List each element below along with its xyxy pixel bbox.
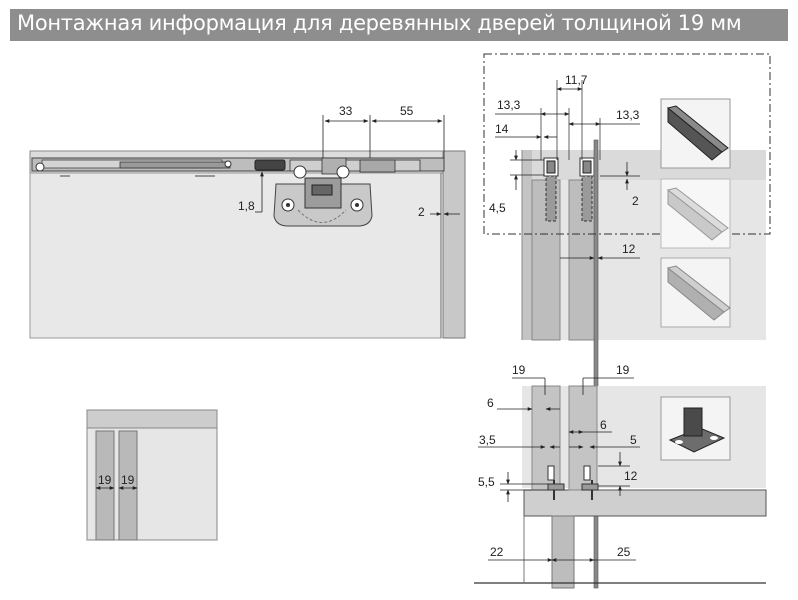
dim-label: 2: [418, 205, 425, 219]
dim-label: 33: [339, 104, 353, 118]
door-panel-right: [568, 385, 598, 491]
door-panel: [29, 172, 442, 339]
dim-label: 5: [630, 433, 637, 447]
floor-guide-thumbnail: [660, 396, 731, 461]
rail-profile-thumbnail: [660, 98, 731, 169]
rail-profile-thumbnail-faded: [660, 257, 731, 328]
floor-guide-diagram: 19 19 6 6 3,5 5 12 5,5 22 25: [474, 363, 767, 589]
hinge-plate-icon: [273, 165, 373, 227]
door-panel-left: [531, 385, 561, 491]
detail-frame: [483, 53, 771, 235]
cabinet-side-panel: [442, 150, 466, 339]
dim-label: 1,8: [238, 199, 255, 213]
dim-label: 5,5: [478, 475, 495, 489]
dim-label: 19: [512, 363, 526, 377]
dim-label: 6: [600, 418, 607, 432]
dim-label: 22: [490, 545, 504, 559]
title-bar: Монтажная информация для деревянных двер…: [10, 9, 788, 41]
dim-label: 11,7: [565, 73, 588, 87]
dim-label: 19: [98, 473, 112, 487]
center-guide-line: [593, 139, 599, 589]
dim-label: 12: [622, 242, 636, 256]
dim-label: 2: [632, 194, 639, 208]
cross-section-diagram: 19 19: [86, 409, 218, 541]
page-title: Монтажная информация для деревянных двер…: [17, 11, 742, 35]
rail-profile-thumbnail-faded: [660, 178, 731, 249]
dim-label: 13,3: [497, 98, 521, 112]
dim-label: 6: [487, 396, 494, 410]
dim-label: 19: [616, 363, 630, 377]
screw-right: [581, 465, 599, 500]
dim-label: 55: [400, 104, 414, 118]
dim-label: 12: [624, 469, 638, 483]
dim-label: 3,5: [479, 433, 496, 447]
rail-detail-diagram: 11,7 13,3 13,3 14 4,5 2 12: [483, 53, 771, 589]
runner-right: [579, 157, 595, 222]
dim-label: 25: [617, 545, 631, 559]
runner-left: [543, 157, 559, 222]
dim-label: 13,3: [616, 108, 640, 122]
dim-label: 4,5: [489, 201, 506, 215]
dim-label: 14: [495, 122, 509, 136]
screw-left: [547, 465, 565, 500]
top-view-diagram: 33 55 1,8 2: [29, 104, 466, 339]
dim-label: 19: [121, 473, 135, 487]
